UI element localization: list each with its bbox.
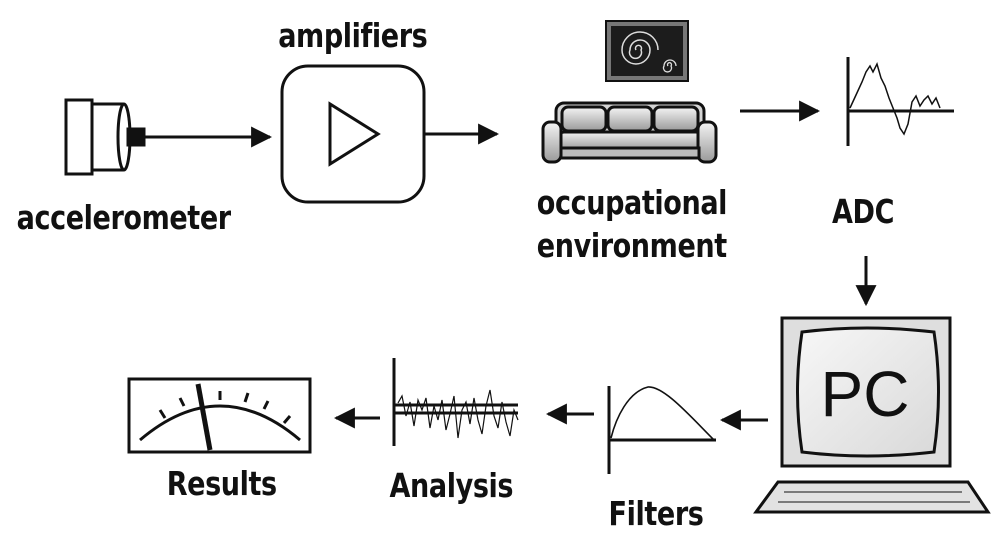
label-pc: PC <box>820 358 910 430</box>
amplifier-triangle-icon <box>280 64 426 204</box>
adc-signal-icon <box>846 57 954 146</box>
accelerometer-icon <box>64 98 146 176</box>
label-results: Results <box>166 464 277 503</box>
keyboard-icon <box>753 480 991 514</box>
label-environment: environment <box>536 226 727 265</box>
results-meter-icon <box>127 377 312 454</box>
analysis-signal-icon <box>392 358 519 446</box>
pc-monitor-icon <box>780 316 952 468</box>
label-accelerometer: accelerometer <box>16 198 232 237</box>
label-adc: ADC <box>831 192 895 231</box>
label-occupational: occupational <box>536 183 728 222</box>
filter-curve-icon <box>607 386 716 474</box>
sofa-icon <box>541 101 718 164</box>
label-amplifiers: amplifiers <box>278 16 428 55</box>
label-filters: Filters <box>608 494 704 533</box>
label-analysis: Analysis <box>389 466 514 505</box>
painting-icon <box>605 20 689 82</box>
